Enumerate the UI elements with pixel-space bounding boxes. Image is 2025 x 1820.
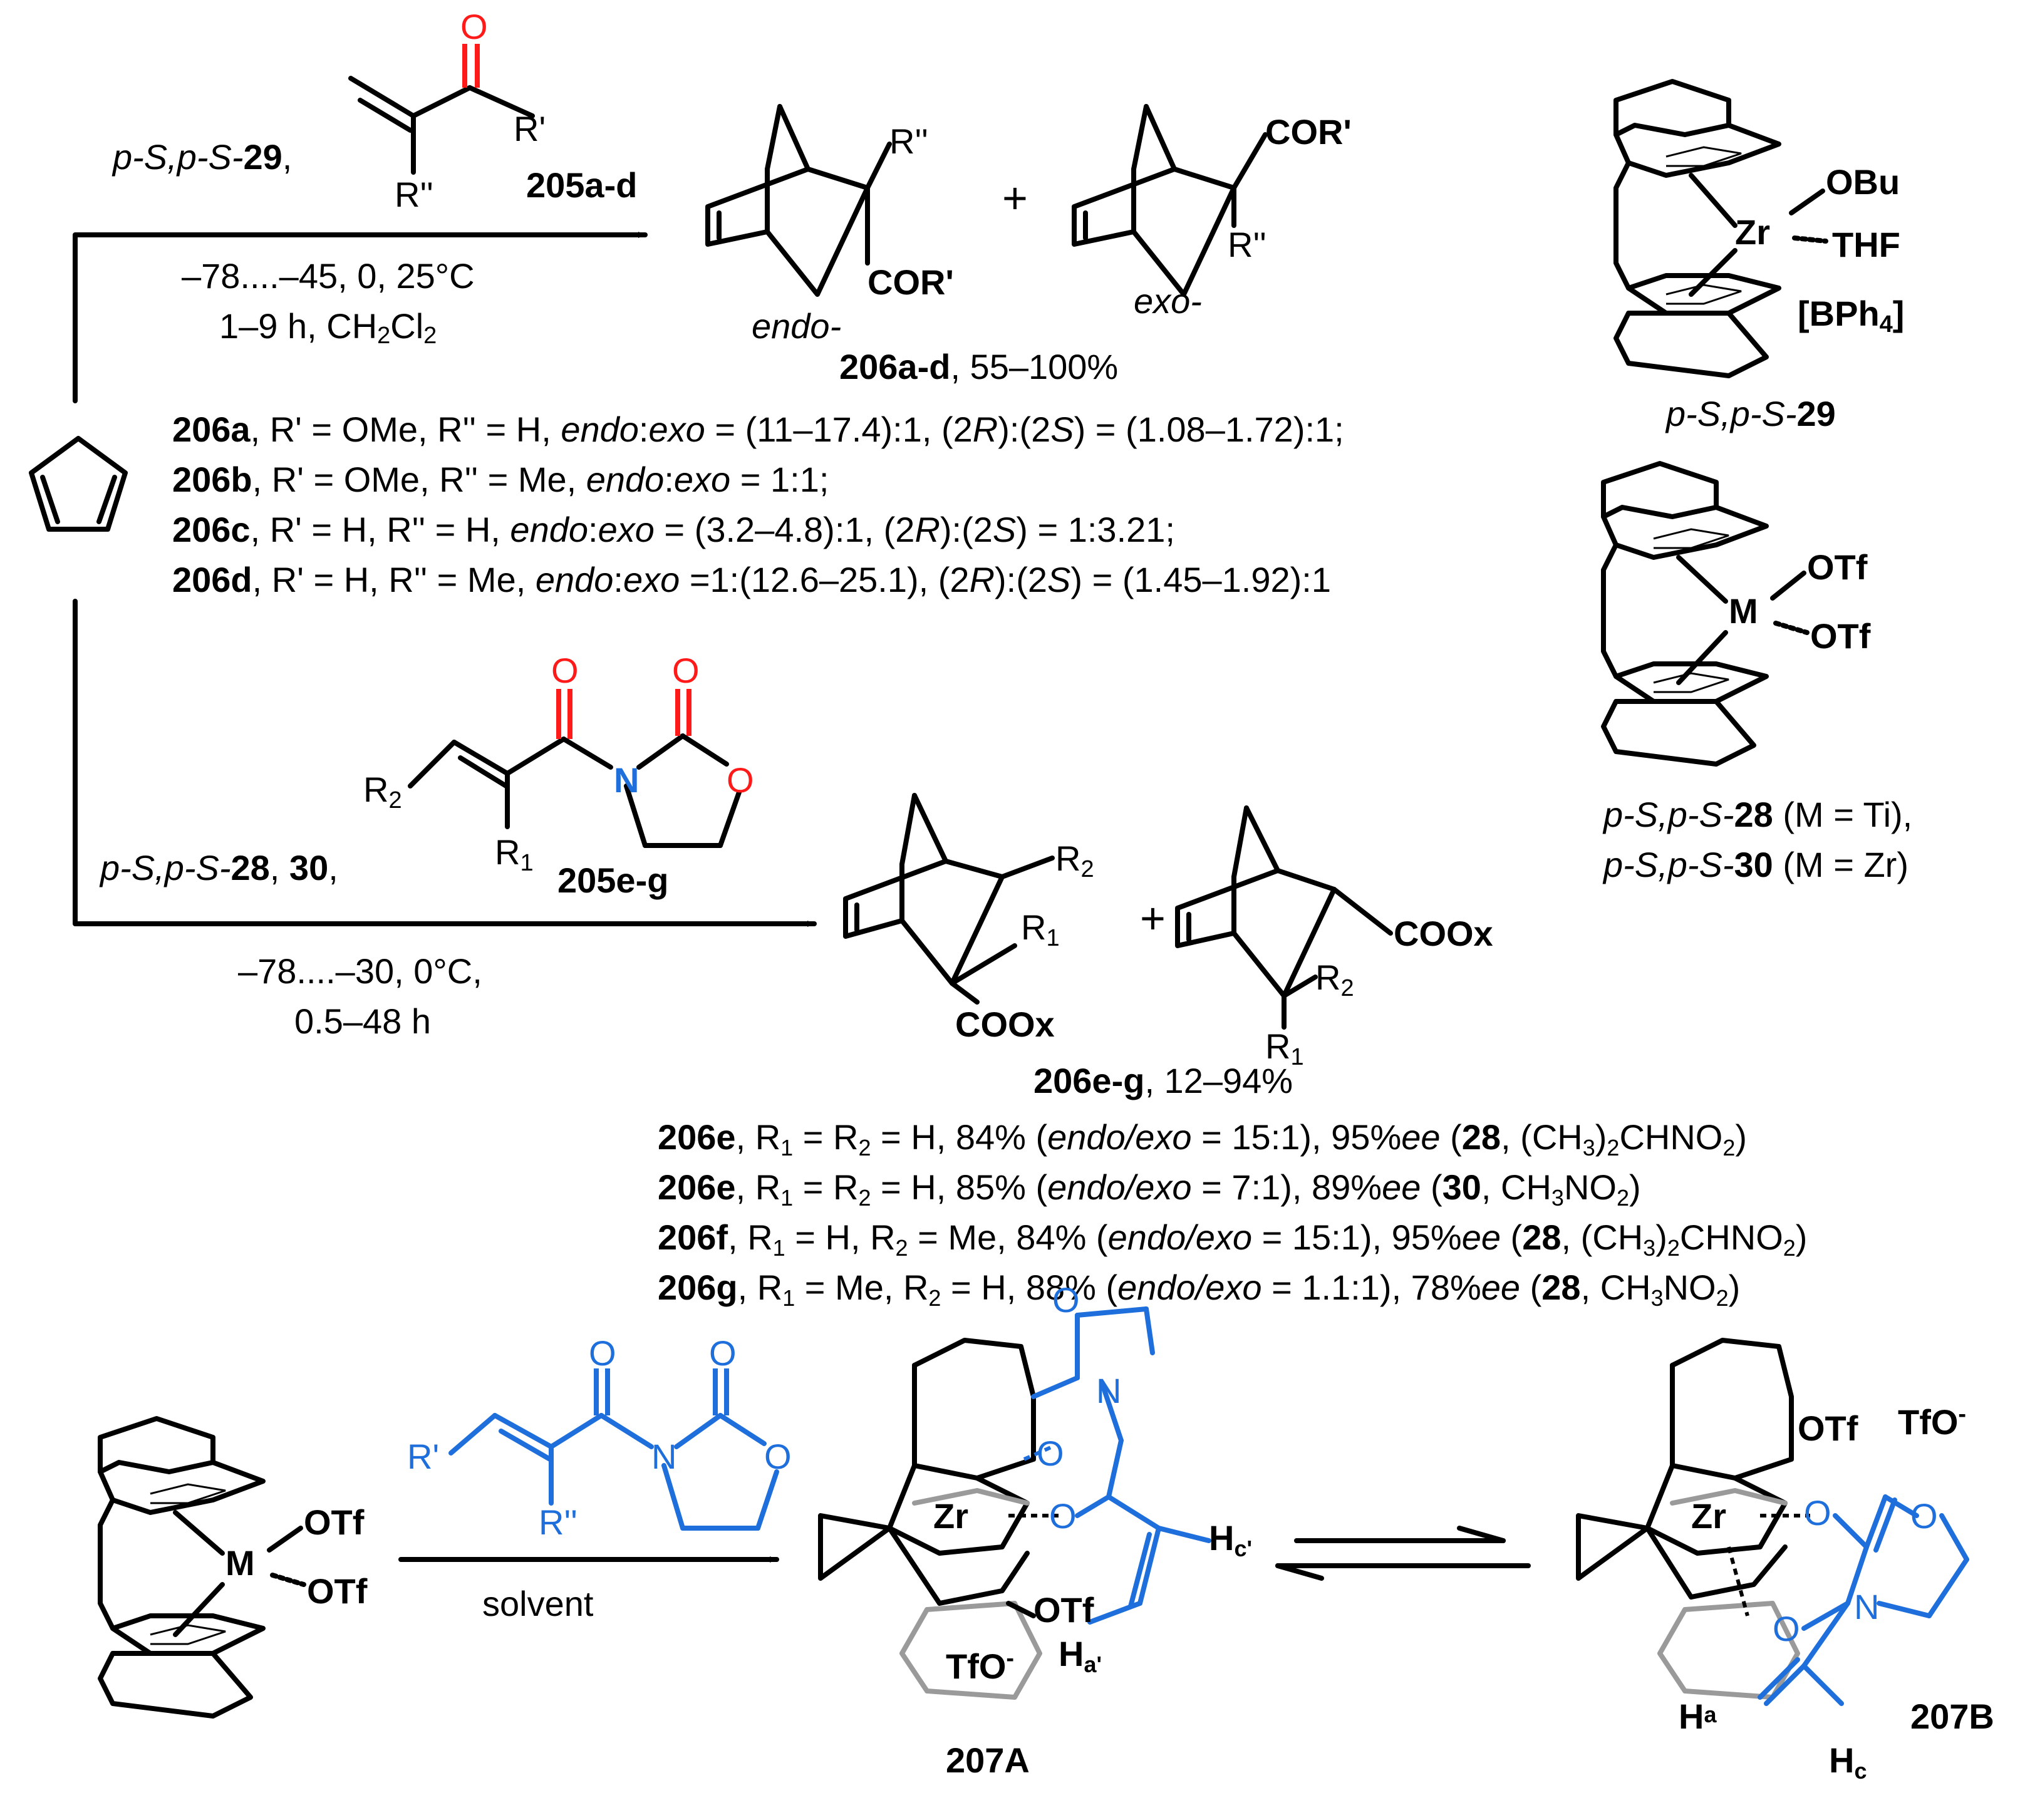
oxygen-atom: O xyxy=(460,7,488,46)
cat29-ligand-obu: OBu xyxy=(1826,162,1900,202)
enone-205a-d-structure xyxy=(348,44,535,175)
cat28-ligand-otf-1: OTf xyxy=(1807,547,1868,587)
endo-oxazolidinone-adduct-structure xyxy=(843,793,1055,1005)
enone-r2: R'' xyxy=(395,175,433,214)
nitrogen-atom: N xyxy=(1854,1587,1879,1626)
equilibrium-arrows xyxy=(1275,1526,1531,1581)
catalyst-28-30-structure xyxy=(1601,461,1810,767)
complex-207b-zr: Zr xyxy=(1691,1496,1726,1536)
top-catalyst-label: p-S,p-S-29, xyxy=(111,137,292,177)
reagent-205a-d: 205a-d xyxy=(526,165,637,205)
complex-207a-hc: Hc' xyxy=(1209,1518,1252,1561)
oxygen-atom: O xyxy=(1804,1493,1831,1533)
oxygen-atom: O xyxy=(1049,1496,1077,1536)
middle-yield: 206e-g, 12–94% xyxy=(1033,1061,1293,1100)
substrate-r2: R'' xyxy=(539,1502,577,1542)
oxygen-atom: O xyxy=(1773,1609,1800,1648)
top-conditions-1: –78....–45, 0, 25°C xyxy=(182,256,475,296)
complex-207a-structure xyxy=(818,1306,1211,1700)
bottom-catalyst-structure xyxy=(98,1416,306,1719)
exo-cor: COR' xyxy=(1265,112,1352,152)
complex-207b-tfo: TfO- xyxy=(1898,1401,1966,1442)
exo-oxazolidinone-adduct-structure xyxy=(1175,805,1393,1030)
nitrogen-atom: N xyxy=(1096,1371,1121,1410)
complex-207b-hc: Hc xyxy=(1829,1740,1867,1784)
adduct-r1: R1 xyxy=(1021,907,1060,951)
complex-207a-tfo: TfO- xyxy=(946,1645,1014,1686)
oxygen-atom: O xyxy=(551,651,579,690)
complex-207b-label: 207B xyxy=(1910,1697,1994,1736)
adduct-r2: R2 xyxy=(1055,839,1094,882)
middle-row-206g: 206g, R1 = Me, R2 = H, 88% (endo/exo = 1… xyxy=(658,1268,1740,1311)
cat28-ligand-otf-2: OTf xyxy=(1810,616,1871,656)
reagent-205e-g: 205e-g xyxy=(557,861,668,900)
middle-conditions-1: –78....–30, 0°C, xyxy=(238,951,482,991)
complex-207b-structure xyxy=(1576,1338,1969,1706)
exo-adduct-coox: COOx xyxy=(1394,914,1493,953)
complex-207a-ha: Ha' xyxy=(1059,1634,1102,1677)
bottom-metal: M xyxy=(225,1543,255,1583)
solvent-label: solvent xyxy=(482,1584,594,1623)
oxygen-atom: O xyxy=(1037,1434,1064,1473)
bottom-otf-2: OTf xyxy=(307,1571,368,1611)
oxygen-atom: O xyxy=(1052,1280,1080,1320)
enone-r1: R' xyxy=(514,109,546,148)
oxygen-atom: O xyxy=(1910,1496,1938,1536)
middle-row-206f: 206f, R1 = H, R2 = Me, 84% (endo/exo = 1… xyxy=(658,1218,1807,1261)
endo-r2: R'' xyxy=(889,122,928,161)
cat29-anion: [BPh4] xyxy=(1798,294,1904,338)
exo-adduct-r1: R1 xyxy=(1265,1026,1304,1070)
branch-lines xyxy=(73,232,817,927)
endo-cor: COR' xyxy=(867,262,954,302)
top-row-206b: 206b, R' = OMe, R'' = Me, endo:exo = 1:1… xyxy=(172,460,829,499)
nitrogen-atom: N xyxy=(614,760,639,800)
top-yield: 206a-d, 55–100% xyxy=(839,347,1118,386)
top-row-206a: 206a, R' = OMe, R'' = H, endo:exo = (11–… xyxy=(172,410,1344,449)
bottom-otf-1: OTf xyxy=(304,1502,365,1542)
middle-plus-sign: + xyxy=(1140,894,1166,943)
cat30-label: p-S,p-S-30 (M = Zr) xyxy=(1602,845,1908,884)
complex-207a-zr: Zr xyxy=(933,1496,968,1536)
cyclopentadiene-structure xyxy=(29,436,128,532)
oxazolidinone-205e-g-structure xyxy=(408,689,742,848)
substrate-r1: R1 xyxy=(495,832,534,876)
bottom-substrate-structure xyxy=(448,1368,779,1531)
complex-207a-label: 207A xyxy=(946,1740,1030,1780)
exo-r2: R'' xyxy=(1228,225,1266,264)
cat28-label: p-S,p-S-28 (M = Ti), xyxy=(1602,795,1912,834)
top-results-table: 206a, R' = OMe, R'' = H, endo:exo = (11–… xyxy=(172,410,1344,599)
nitrogen-atom: N xyxy=(651,1437,676,1476)
endo-label: endo- xyxy=(752,306,841,346)
catalyst-29-structure xyxy=(1613,79,1828,378)
cat29-label: p-S,p-S-29 xyxy=(1665,394,1836,433)
oxygen-atom: O xyxy=(764,1437,792,1476)
cat29-ligand-thf: THF xyxy=(1832,225,1900,264)
complex-207b-otf: OTf xyxy=(1798,1409,1858,1448)
top-conditions-2: 1–9 h, CH2Cl2 xyxy=(219,306,437,349)
cat28-metal: M xyxy=(1729,591,1758,631)
substrate-r1: R' xyxy=(407,1437,439,1476)
cat29-metal: Zr xyxy=(1735,212,1770,252)
middle-catalyst-label: p-S,p-S-28, 30, xyxy=(99,848,338,887)
complex-207b-ha: Ha xyxy=(1679,1697,1717,1736)
substrate-r2: R2 xyxy=(363,770,402,814)
oxygen-atom: O xyxy=(672,651,700,690)
middle-conditions-2: 0.5–48 h xyxy=(294,1001,431,1041)
exo-norbornene-structure xyxy=(1072,104,1268,297)
adduct-coox: COOx xyxy=(955,1005,1055,1044)
middle-results-table: 206e, R1 = R2 = H, 84% (endo/exo = 15:1)… xyxy=(658,1117,1807,1311)
endo-norbornene-structure xyxy=(705,104,892,297)
top-row-206c: 206c, R' = H, R'' = H, endo:exo = (3.2–4… xyxy=(172,510,1175,549)
oxygen-atom: O xyxy=(589,1333,616,1373)
oxygen-atom: O xyxy=(727,760,754,800)
top-row-206d: 206d, R' = H, R'' = Me, endo:exo =1:(12.… xyxy=(172,560,1331,599)
middle-row-206e-30: 206e, R1 = R2 = H, 85% (endo/exo = 7:1),… xyxy=(658,1167,1641,1211)
middle-row-206e-28: 206e, R1 = R2 = H, 84% (endo/exo = 15:1)… xyxy=(658,1117,1747,1161)
top-plus-sign: + xyxy=(1002,173,1028,222)
oxygen-atom: O xyxy=(709,1333,737,1373)
complex-207a-otf: OTf xyxy=(1033,1590,1094,1630)
exo-adduct-r2: R2 xyxy=(1315,958,1354,1001)
exo-label: exo- xyxy=(1134,281,1202,321)
